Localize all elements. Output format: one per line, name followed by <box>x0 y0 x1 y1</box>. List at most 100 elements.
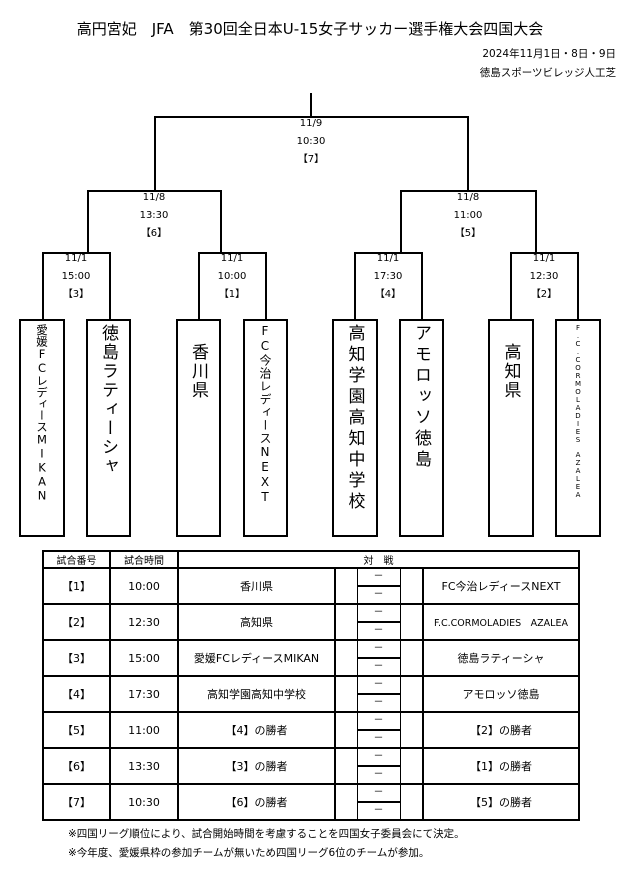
away-team: アモロッソ徳島 <box>422 675 580 713</box>
second-half-score: － <box>356 585 401 605</box>
match-time: 15:00 <box>109 639 179 677</box>
away-team: 徳島ラティーシャ <box>422 639 580 677</box>
first-half-score: － <box>356 603 401 623</box>
header-match-time: 試合時間 <box>109 550 179 569</box>
table-row-sub: － <box>43 585 579 605</box>
quarterfinal-match-info: 11/1 12:30 【2】 <box>504 250 584 304</box>
home-team: 【6】の勝者 <box>177 783 336 821</box>
second-half-score: － <box>356 621 401 641</box>
match-number: 【6】 <box>42 747 111 785</box>
table-row-sub: － <box>43 801 579 821</box>
team-name: 徳島ラティーシャ <box>98 324 118 476</box>
match-time: 12:30 <box>109 603 179 641</box>
table-row-sub: － <box>43 693 579 713</box>
home-score <box>334 567 358 605</box>
away-score <box>399 567 424 605</box>
home-team: 香川県 <box>177 567 336 605</box>
match-number: 【2】 <box>42 603 111 641</box>
match-time: 15:00 <box>61 271 91 282</box>
match-schedule-table: 試合番号 試合時間 対 戦 【1】 10:00 香川県 － FC今治レディースN… <box>42 550 580 821</box>
away-team: 【1】の勝者 <box>422 747 580 785</box>
away-score <box>399 747 424 785</box>
match-time: 10:30 <box>296 136 326 147</box>
second-half-score: － <box>356 657 401 677</box>
first-half-score: － <box>356 783 401 803</box>
match-number: 【1】 <box>218 289 246 300</box>
semifinal-match-info: 11/8 13:30 【6】 <box>114 189 194 243</box>
table-row: 【2】 12:30 高知県 － F.C.CORMOLADIES AZALEA <box>42 603 580 641</box>
match-date: 11/1 <box>64 253 88 264</box>
home-team: 高知県 <box>177 603 336 641</box>
first-half-score: － <box>356 711 401 731</box>
team-name: 高知県 <box>500 343 521 400</box>
match-number: 【3】 <box>42 639 111 677</box>
away-score <box>399 711 424 749</box>
first-half-score: － <box>356 675 401 695</box>
team-name: アモロッソ徳島 <box>411 324 431 471</box>
quarterfinal-match-info: 11/1 15:00 【3】 <box>36 250 116 304</box>
team-name: 高知学園高知中学校 <box>344 324 365 513</box>
match-number: 【6】 <box>140 228 168 239</box>
note: ※四国リーグ順位により、試合開始時間を考慮することを四国女子委員会にて決定。 <box>68 828 465 840</box>
table-row-sub: － <box>43 729 579 749</box>
away-team: F.C.CORMOLADIES AZALEA <box>422 603 580 641</box>
match-time: 10:00 <box>109 567 179 605</box>
match-number: 【4】 <box>42 675 111 713</box>
home-score <box>334 639 358 677</box>
away-score <box>399 675 424 713</box>
match-number: 【7】 <box>297 154 325 165</box>
second-half-score: － <box>356 801 401 821</box>
page-title: 高円宮妃 JFA 第30回全日本U-15女子サッカー選手権大会四国大会 <box>76 20 544 38</box>
team-box: 高知県 <box>488 319 534 537</box>
team-box: FC今治レディースNEXT <box>243 319 288 537</box>
second-half-score: － <box>356 693 401 713</box>
away-score <box>399 639 424 677</box>
second-half-score: － <box>356 729 401 749</box>
team-box: 香川県 <box>176 319 221 537</box>
team-box: 愛媛FCレディースMIKAN <box>19 319 65 537</box>
match-time: 11:00 <box>109 711 179 749</box>
header-matchup: 対 戦 <box>177 550 580 569</box>
event-venue: 徳島スポーツビレッジ人工芝 <box>479 67 616 79</box>
header-match-no: 試合番号 <box>42 550 111 569</box>
match-date: 11/1 <box>220 253 244 264</box>
first-half-score: － <box>356 639 401 659</box>
final-match-info: 11/9 10:30 【7】 <box>271 115 351 169</box>
table-header: 試合番号 試合時間 対 戦 <box>42 550 580 569</box>
match-date: 11/8 <box>456 192 480 203</box>
team-box: 徳島ラティーシャ <box>86 319 131 537</box>
match-number: 【5】 <box>454 228 482 239</box>
home-team: 愛媛FCレディースMIKAN <box>177 639 336 677</box>
quarterfinal-match-info: 11/1 10:00 【1】 <box>192 250 272 304</box>
quarterfinal-match-info: 11/1 17:30 【4】 <box>348 250 428 304</box>
table-row-sub: － <box>43 765 579 785</box>
match-number: 【1】 <box>42 567 111 605</box>
match-date: 11/9 <box>299 118 323 129</box>
match-time: 13:30 <box>139 210 169 221</box>
match-time: 17:30 <box>373 271 403 282</box>
table-row: 【5】 11:00 【4】の勝者 － 【2】の勝者 <box>42 711 580 749</box>
home-team: 高知学園高知中学校 <box>177 675 336 713</box>
match-time: 17:30 <box>109 675 179 713</box>
team-box: アモロッソ徳島 <box>399 319 444 537</box>
team-name: FC今治レディースNEXT <box>258 324 272 505</box>
home-team: 【3】の勝者 <box>177 747 336 785</box>
match-date: 11/1 <box>532 253 556 264</box>
match-number: 【2】 <box>530 289 558 300</box>
match-date: 11/8 <box>142 192 166 203</box>
match-number: 【7】 <box>42 783 111 821</box>
second-half-score: － <box>356 765 401 785</box>
team-name: 愛媛FCレディースMIKAN <box>35 324 49 503</box>
team-name: 香川県 <box>188 343 208 400</box>
team-box: F.C.CORMOLADIES AZALEA <box>555 319 601 537</box>
away-score <box>399 603 424 641</box>
home-score <box>334 603 358 641</box>
home-score <box>334 783 358 821</box>
table-row-sub: － <box>43 657 579 677</box>
semifinal-match-info: 11/8 11:00 【5】 <box>428 189 508 243</box>
first-half-score: － <box>356 567 401 587</box>
first-half-score: － <box>356 747 401 767</box>
home-score <box>334 747 358 785</box>
table-row: 【6】 13:30 【3】の勝者 － 【1】の勝者 <box>42 747 580 785</box>
away-score <box>399 783 424 821</box>
